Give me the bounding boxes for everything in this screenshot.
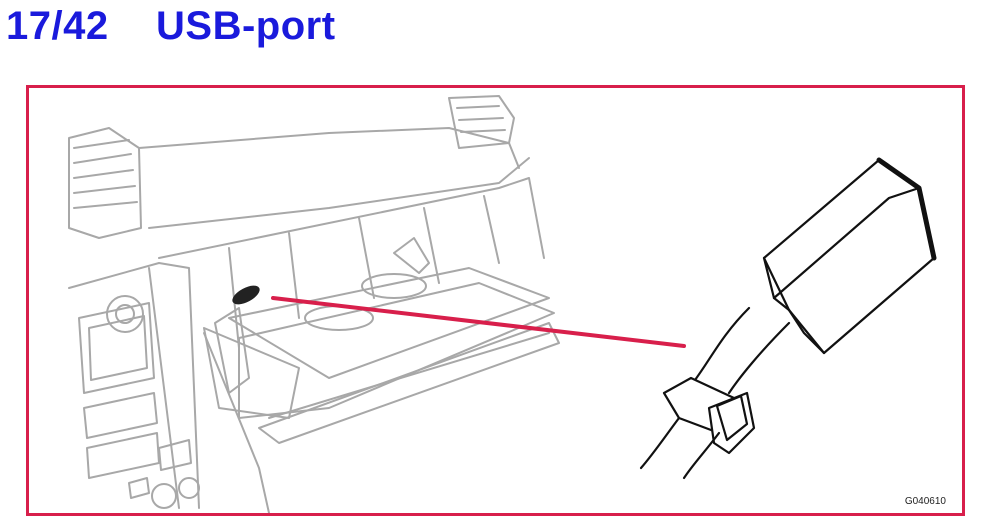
page-title: USB-port (156, 4, 336, 48)
page-number: 17/42 (6, 4, 109, 48)
image-code: G040610 (904, 496, 946, 507)
illustration-frame: G040610 (26, 85, 965, 516)
page-heading: 17/42 USB-port (6, 2, 336, 50)
usb-socket-icon (232, 285, 260, 305)
illustration-svg (68, 95, 937, 513)
usb-connector-icon (639, 157, 937, 480)
dashboard-drawing (68, 95, 560, 513)
pointer-line (271, 296, 686, 348)
